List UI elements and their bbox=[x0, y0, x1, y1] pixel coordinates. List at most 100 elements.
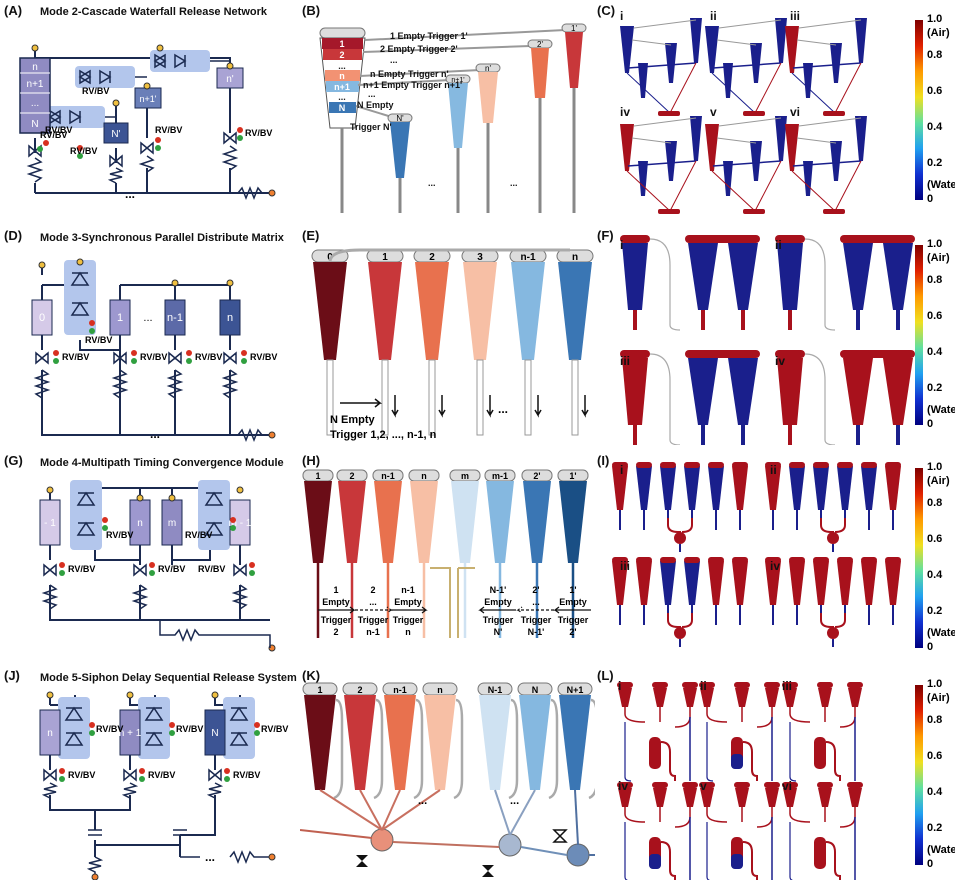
sim-tube bbox=[775, 116, 787, 161]
sim-link bbox=[712, 62, 782, 69]
panel-title-j: Mode 5-Siphon Delay Sequential Release S… bbox=[40, 672, 297, 684]
chamber-label: n + 1 bbox=[119, 728, 142, 739]
sim-link bbox=[633, 19, 697, 29]
diode-group-highlight bbox=[150, 50, 210, 72]
stack-label: n+1 bbox=[334, 82, 350, 92]
sim-link bbox=[792, 160, 862, 167]
sim-tube bbox=[638, 161, 648, 196]
sim-tube bbox=[690, 18, 702, 63]
svg-text:Empty: Empty bbox=[559, 597, 587, 607]
sim-link bbox=[834, 62, 862, 114]
chamber-stack bbox=[19, 57, 51, 134]
sim-tube bbox=[775, 18, 787, 63]
colorbar-tick-label: 1.0 bbox=[927, 461, 943, 473]
panel-label-a: (A) bbox=[4, 3, 23, 18]
sim-link bbox=[792, 62, 862, 69]
colorbar-tick-label: 0 bbox=[927, 193, 934, 205]
chamber-label: N bbox=[532, 685, 539, 695]
panel-label-i: (I) bbox=[597, 453, 610, 468]
subpanel-label: iv bbox=[775, 354, 785, 368]
subpanel-label: iii bbox=[620, 559, 630, 573]
panel-label-d: (D) bbox=[4, 228, 23, 243]
chamber-label: n-1 bbox=[381, 471, 395, 481]
chamber-label: n bbox=[227, 312, 233, 324]
colorbar-tick-label: 0.6 bbox=[927, 533, 943, 545]
sim-link bbox=[711, 72, 756, 114]
svg-text:2: 2 bbox=[370, 585, 375, 595]
ellipsis: ... bbox=[510, 795, 519, 807]
sim-base bbox=[743, 209, 765, 214]
stack-label: n bbox=[339, 71, 345, 81]
stack-label: ... bbox=[338, 61, 346, 71]
svg-text:Trigger: Trigger bbox=[321, 615, 352, 625]
panel-label-b: (B) bbox=[302, 3, 321, 18]
sim-cascade bbox=[620, 116, 702, 214]
sim-base bbox=[823, 209, 845, 214]
circuit-diagram-g: - 1 n m m - 1 RV/BV RV/BV RV/BV RV/BV RV… bbox=[39, 480, 276, 652]
subpanel-label: iv bbox=[620, 105, 630, 119]
sim-link bbox=[798, 117, 862, 127]
sim-link bbox=[631, 39, 672, 46]
valve-label: RV/BV bbox=[155, 125, 182, 135]
stack-label: N bbox=[339, 103, 346, 113]
hourglass-icon bbox=[356, 855, 368, 867]
chamber: m-1 bbox=[484, 469, 516, 638]
sim-base bbox=[658, 209, 680, 214]
subpanel-label: ii bbox=[710, 9, 717, 23]
sim-link bbox=[796, 39, 837, 46]
stack-label: ... bbox=[338, 92, 346, 102]
valve-label: RV/BV bbox=[158, 564, 185, 574]
subpanel-label: i bbox=[620, 9, 623, 23]
valve-label: RV/BV bbox=[245, 128, 272, 138]
simulation-i: i ii iii iv bbox=[612, 462, 901, 647]
tube-label: n+1' bbox=[451, 77, 464, 84]
valve-label: RV/BV bbox=[62, 352, 89, 362]
trigger-label: ... bbox=[390, 55, 398, 65]
colorbar-tick-label: 1.0 bbox=[927, 678, 943, 690]
subpanel-label: i bbox=[620, 463, 623, 477]
colorbar-tick-label: 0.2 bbox=[927, 382, 943, 394]
svg-text:Trigger: Trigger bbox=[483, 615, 514, 625]
ellipsis: ... bbox=[205, 850, 215, 864]
svg-text:2': 2' bbox=[532, 585, 539, 595]
valve-label: RV/BV bbox=[198, 564, 225, 574]
diode-group-highlight bbox=[75, 66, 135, 88]
colorbar bbox=[915, 468, 923, 648]
svg-text:1': 1' bbox=[569, 585, 576, 595]
sim-base bbox=[658, 111, 680, 116]
sim-tube bbox=[803, 161, 813, 196]
chamber: 2 bbox=[413, 249, 451, 436]
chamber-label: 2 bbox=[349, 471, 354, 481]
panel-title-a: Mode 2-Cascade Waterfall Release Network bbox=[40, 6, 268, 18]
sim-distribute bbox=[775, 350, 915, 445]
sim-distribute bbox=[775, 235, 915, 331]
colorbar-tick-label: 0.2 bbox=[927, 605, 943, 617]
chamber-label: N' bbox=[111, 129, 120, 140]
ellipsis: ... bbox=[418, 795, 427, 807]
chamber-label: 3 bbox=[477, 252, 483, 263]
valve-label: RV/BV bbox=[261, 724, 288, 734]
chamber-label: 1 bbox=[382, 252, 388, 263]
valve-label: RV/BV bbox=[82, 86, 109, 96]
svg-text:N-1': N-1' bbox=[528, 627, 545, 637]
sim-tube bbox=[723, 63, 733, 98]
panel-label-j: (J) bbox=[4, 668, 20, 683]
sim-siphon bbox=[617, 782, 698, 880]
colorbar-tick-label: 0.4 bbox=[927, 346, 943, 358]
chamber: 1' bbox=[557, 469, 589, 638]
panel-label-g: (G) bbox=[4, 453, 23, 468]
sim-link bbox=[716, 137, 757, 144]
tube-label: n' bbox=[485, 64, 491, 73]
svg-text:n: n bbox=[405, 627, 411, 637]
arrow bbox=[340, 398, 383, 408]
ellipsis: ... bbox=[510, 178, 518, 188]
sim-convergence bbox=[765, 557, 901, 647]
sim-tube bbox=[750, 141, 762, 181]
chamber-cascade-b: 1 2 ... n n+1 ... N 1' 2' n' n+1' N' 1 E… bbox=[319, 23, 587, 213]
colorbar-tick-label: 0.8 bbox=[927, 497, 943, 509]
sim-tube bbox=[855, 116, 867, 161]
sim-link bbox=[626, 170, 671, 212]
simulation-l: i ii iii iv v vi bbox=[617, 679, 863, 880]
